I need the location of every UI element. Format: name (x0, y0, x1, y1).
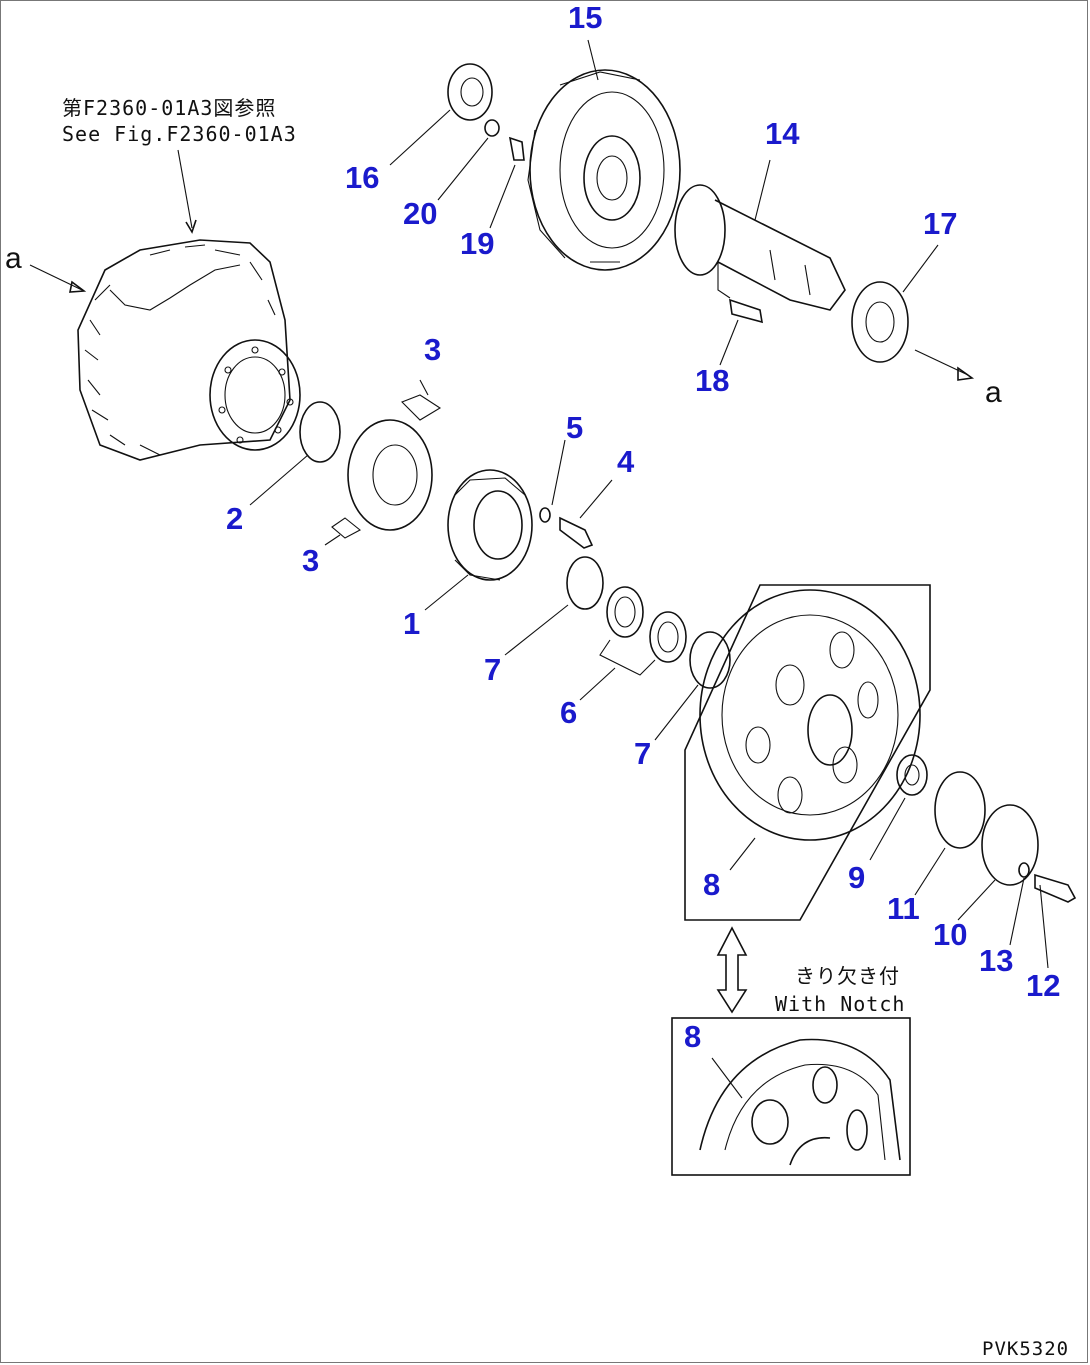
part-11-plate (934, 771, 986, 849)
reference-note-jp: 第F2360-01A3図参照 (62, 96, 277, 120)
callout-9: 9 (848, 860, 866, 895)
part-8-panel (684, 584, 931, 921)
part-7-shim-a (566, 556, 604, 610)
part-20-nut (484, 119, 500, 137)
callout-12: 12 (1026, 968, 1061, 1003)
callout-19: 19 (460, 226, 495, 261)
callout-13: 13 (979, 943, 1014, 978)
part-18-pin (729, 298, 763, 324)
callout-3-top: 3 (424, 332, 442, 367)
part-7-shim-b (689, 631, 731, 689)
connector-label-left: a (5, 242, 22, 275)
callout-8-detail: 8 (684, 1019, 702, 1054)
connector-label-right: a (985, 376, 1002, 409)
callout-3-bottom: 3 (302, 543, 320, 578)
part-19-lock (508, 136, 525, 161)
callout-17: 17 (923, 206, 958, 241)
reference-note-en: See Fig.F2360-01A3 (62, 122, 297, 146)
detail-with-notch-box (671, 1017, 911, 1176)
part-4-bolt (559, 516, 594, 549)
detail-sprocket (699, 1038, 901, 1166)
callout-16: 16 (345, 160, 380, 195)
part-5-washer (539, 507, 551, 523)
part-16-bearing (447, 63, 493, 121)
part-6-bearing (606, 586, 644, 638)
drawing-code: PVK5320 (982, 1338, 1070, 1360)
detail-note-jp: きり欠き付 (795, 964, 900, 988)
part-8-sprocket (699, 589, 921, 841)
callout-4: 4 (617, 444, 635, 479)
part-12-bolt (1034, 873, 1077, 903)
housing-drawing (77, 239, 301, 461)
part-15-ring-gear (527, 69, 681, 271)
part-1-cage (447, 469, 533, 581)
part-3-bearing (347, 419, 433, 531)
callout-2: 2 (226, 501, 244, 536)
part-9-collar (896, 754, 928, 796)
callout-11: 11 (887, 891, 920, 926)
callout-8: 8 (703, 867, 721, 902)
callout-6: 6 (560, 695, 578, 730)
part-10-cap (981, 804, 1039, 886)
part-17-bearing (851, 281, 909, 363)
callout-7-right: 7 (634, 736, 652, 771)
callout-15: 15 (568, 0, 603, 35)
part-2-shim (299, 401, 341, 463)
callout-18: 18 (695, 363, 730, 398)
callout-10: 10 (933, 917, 968, 952)
callout-20: 20 (403, 196, 438, 231)
callout-14: 14 (765, 116, 800, 151)
callout-5: 5 (566, 410, 584, 445)
part-13-washer (1018, 862, 1030, 878)
callout-7-left: 7 (484, 652, 502, 687)
detail-note-en: With Notch (775, 992, 906, 1016)
callout-1: 1 (403, 606, 421, 641)
part-14-pinion (674, 184, 846, 311)
